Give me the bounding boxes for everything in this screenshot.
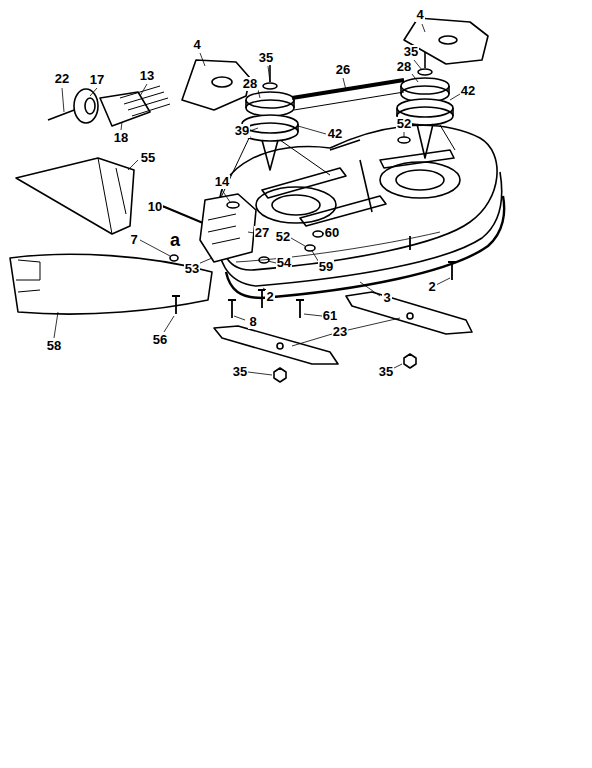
callout-number: 18 — [113, 131, 129, 145]
callout-number: 13 — [139, 69, 155, 83]
callout-number: 52 — [275, 230, 291, 244]
callout-number: 4 — [192, 38, 201, 52]
callout-number: 22 — [54, 72, 70, 86]
callout-number: 60 — [324, 226, 340, 240]
callout-number: 28 — [396, 60, 412, 74]
callout-number: a — [169, 231, 181, 249]
callout-number: 58 — [46, 339, 62, 353]
callout-number: 59 — [318, 260, 334, 274]
callout-number: 26 — [335, 63, 351, 77]
callout-number: 2 — [427, 280, 436, 294]
callout-number: 35 — [403, 45, 419, 59]
callout-number: 35 — [232, 365, 248, 379]
callout-number: 55 — [140, 151, 156, 165]
callout-number: 4 — [415, 8, 424, 22]
callout-number: 28 — [242, 77, 258, 91]
callout-number: 8 — [248, 315, 257, 329]
callout-number: 7 — [129, 233, 138, 247]
callout-number: 54 — [276, 256, 292, 270]
callout-number: 23 — [332, 325, 348, 339]
callout-number: 10 — [147, 200, 163, 214]
callout-number: 27 — [254, 226, 270, 240]
callout-number: 17 — [89, 73, 105, 87]
callout-number: 2 — [265, 290, 274, 304]
callout-number: 53 — [184, 262, 200, 276]
callout-number: 42 — [327, 127, 343, 141]
callout-number: 52 — [396, 117, 412, 131]
callout-number: 35 — [378, 365, 394, 379]
callout-number: 14 — [214, 175, 230, 189]
callout-number: 42 — [460, 84, 476, 98]
callout-number: 61 — [322, 309, 338, 323]
callout-number: 56 — [152, 333, 168, 347]
callout-number: 3 — [382, 291, 391, 305]
callout-number: 39 — [234, 124, 250, 138]
callout-number: 35 — [258, 51, 274, 65]
